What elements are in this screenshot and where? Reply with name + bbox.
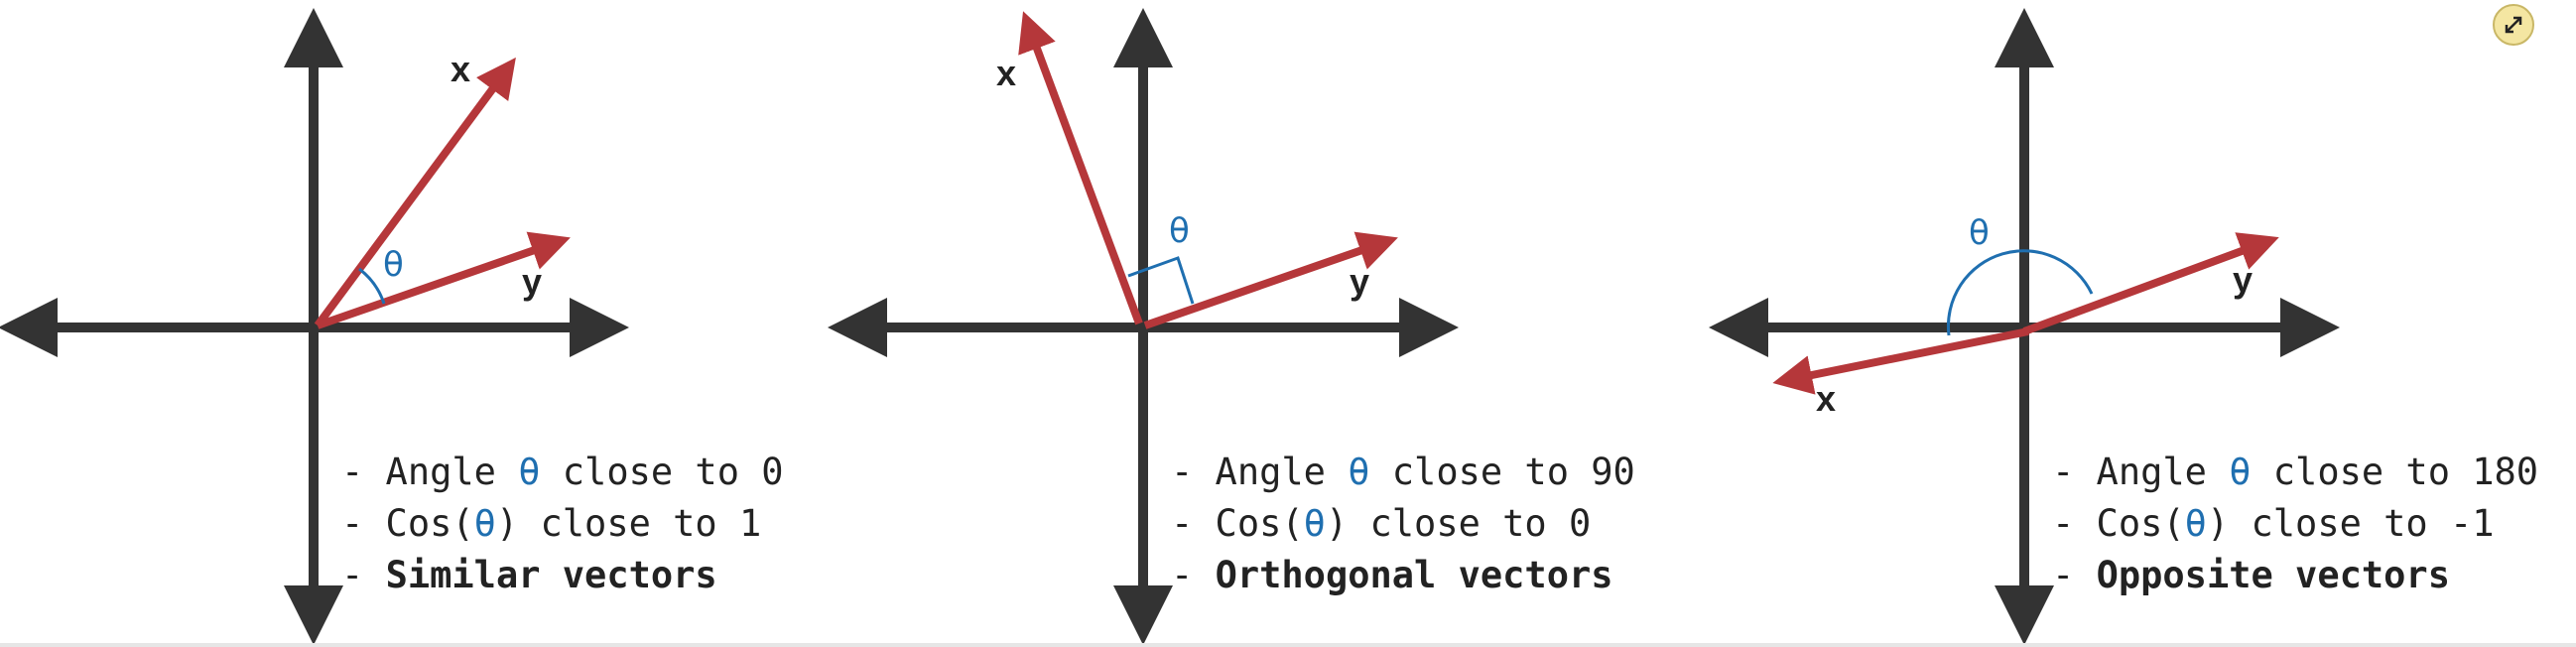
- axes: [1709, 8, 2340, 645]
- vector-y-label: y: [522, 261, 542, 302]
- expand-button[interactable]: [2493, 4, 2534, 46]
- theta-symbol: θ: [518, 451, 540, 493]
- theta-arc: [1946, 249, 2094, 336]
- theta-symbol: θ: [1304, 502, 1326, 545]
- panel-opposite: θ x y - Angle θ close to 180 - Cos(θ) cl…: [1709, 8, 2538, 645]
- conclusion-text: Similar vectors: [386, 554, 717, 596]
- caption: - Angle θ close to 180 - Cos(θ) close to…: [2052, 451, 2538, 596]
- conclusion-text: Opposite vectors: [2097, 554, 2450, 596]
- theta-symbol: θ: [2229, 451, 2251, 493]
- caption: - Angle θ close to 0 - Cos(θ) close to 1…: [341, 451, 784, 596]
- panel-orthogonal: θ x y - Angle θ close to 90 - Cos(θ) clo…: [828, 8, 1635, 645]
- caption-line-conclusion: - Orthogonal vectors: [1171, 554, 1613, 596]
- caption-line-cos: - Cos(θ) close to 1: [341, 502, 761, 545]
- conclusion-text: Orthogonal vectors: [1216, 554, 1613, 596]
- bottom-divider: [0, 643, 2576, 647]
- vector-y-label: y: [1350, 261, 1369, 302]
- theta-symbol: θ: [474, 502, 496, 545]
- caption-line-cos: - Cos(θ) close to -1: [2052, 502, 2495, 545]
- vector-x: [1018, 11, 1143, 325]
- caption-line-conclusion: - Similar vectors: [341, 554, 717, 596]
- vector-x-label: x: [996, 53, 1016, 93]
- axes: [828, 8, 1459, 645]
- caption-line-cos: - Cos(θ) close to 0: [1171, 502, 1591, 545]
- caption-line-angle: - Angle θ close to 180: [2052, 451, 2538, 493]
- theta-label: θ: [383, 245, 404, 285]
- vector-y-label: y: [2233, 259, 2253, 300]
- theta-label: θ: [1969, 213, 1990, 253]
- vector-y: [316, 231, 571, 329]
- axes: [0, 8, 629, 645]
- caption-line-angle: - Angle θ close to 90: [1171, 451, 1635, 493]
- theta-symbol: θ: [1348, 451, 1369, 493]
- panel-similar: θ x y - Angle θ close to 0 - Cos(θ) clos…: [0, 8, 784, 645]
- caption: - Angle θ close to 90 - Cos(θ) close to …: [1171, 451, 1635, 596]
- vector-y: [2022, 232, 2279, 335]
- vector-x-label: x: [451, 49, 470, 89]
- expand-arrows-icon: [2505, 16, 2522, 34]
- caption-line-conclusion: - Opposite vectors: [2052, 554, 2450, 596]
- vector-y: [1143, 231, 1398, 329]
- vector-x: [314, 57, 516, 328]
- right-angle-marker: [1127, 256, 1195, 305]
- vector-x: [1772, 327, 2029, 395]
- caption-line-angle: - Angle θ close to 0: [341, 451, 784, 493]
- theta-label: θ: [1169, 211, 1190, 251]
- vector-x-label: x: [1816, 378, 1836, 419]
- theta-arc: [358, 267, 386, 305]
- theta-symbol: θ: [2185, 502, 2207, 545]
